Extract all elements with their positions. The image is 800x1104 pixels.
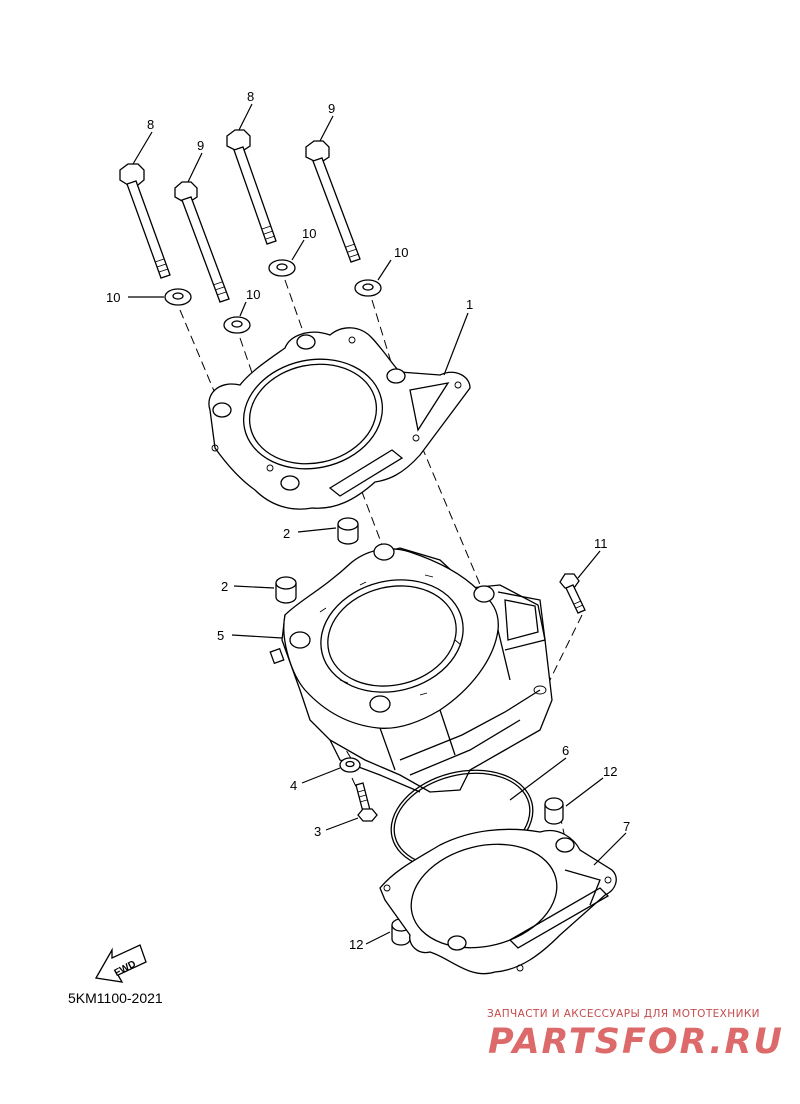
callout-4: 4 [290,778,297,793]
callout-9-right: 9 [328,101,335,116]
cylinder-block [269,543,553,793]
watermark-logo: PARTSFOR.RU [488,1022,784,1062]
callout-7: 7 [623,819,630,834]
callout-10-b: 10 [246,287,260,302]
washer-1 [164,288,192,306]
watermark-tagline: ЗАПЧАСТИ И АКСЕССУАРЫ ДЛЯ МОТОТЕХНИКИ [487,1008,760,1020]
callout-5: 5 [217,628,224,643]
dowel-pin-2 [275,576,297,604]
callout-10-d: 10 [394,245,408,260]
callout-1: 1 [466,297,473,312]
head-bolt-right-inner [226,129,277,245]
head-gasket [208,327,471,510]
head-bolt-right [305,140,361,263]
callout-8-right: 8 [247,89,254,104]
washer-3 [268,259,296,277]
base-gasket [379,828,617,975]
callout-9-left: 9 [197,138,204,153]
callout-2-lower: 2 [221,579,228,594]
callout-11: 11 [594,536,608,551]
dowel-pin-1 [337,517,359,545]
callout-10-a: 10 [106,290,120,305]
washer-4-part [339,757,361,773]
callout-12-lower: 12 [349,937,363,952]
head-bolt-left-inner [174,181,230,303]
callout-2-upper: 2 [283,526,290,541]
callout-6: 6 [562,743,569,758]
washer-2 [223,316,251,334]
callout-10-c: 10 [302,226,316,241]
head-bolt-left [119,163,171,279]
callout-8-left: 8 [147,117,154,132]
part-diagram-code: 5KM1100-2021 [68,990,163,1006]
washer-4 [354,279,382,297]
bolt-11 [559,573,586,614]
callout-3: 3 [314,824,321,839]
callout-labels: 8 9 8 9 10 10 10 10 1 2 2 5 11 6 12 7 4 … [106,89,630,952]
fwd-arrow-icon: FWD [94,944,147,983]
dowel-12-upper [544,797,564,825]
leader-lines [128,103,627,945]
callout-12-upper: 12 [603,764,617,779]
bolt-3 [355,782,378,822]
